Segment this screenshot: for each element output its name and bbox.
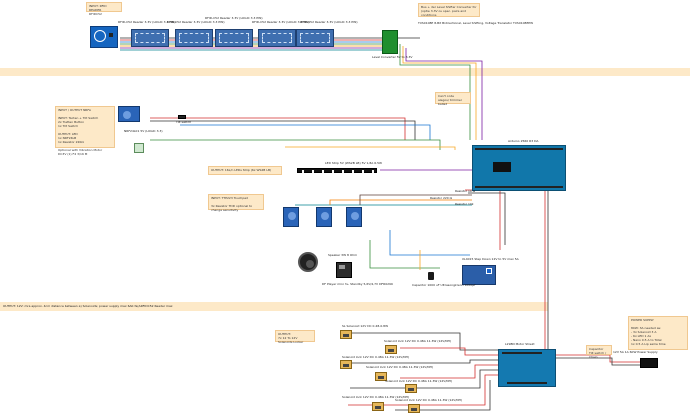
buck-converter [462, 265, 496, 285]
solenoid-4 [375, 372, 387, 381]
solenoid-7 [408, 404, 420, 413]
header-bottom [475, 186, 563, 188]
solenoid-3-label: Solenoid lock 12V DC 0.48A 11.3W (12V/NH… [342, 355, 410, 359]
arduino-mega-label: Arduino 2560 R3 DA [508, 139, 539, 143]
note-input-output-nrfa: INPUT / OUTPUT NRFA INPUT: Tacten + Tilt… [55, 106, 115, 156]
band-top [0, 68, 690, 76]
resistor-1-label: Resistor 10 Ω [455, 189, 476, 193]
note-rfid-input: INPUT: RFID READER RFIDC52 [86, 2, 122, 16]
relay-board-label: L298N Motor Shield [505, 342, 535, 346]
chip-icon [109, 33, 113, 37]
rfid-reader-4-label: RFID-C52 Reader 3.3V (LOGIC 3.3 PIN) [252, 20, 310, 24]
rfid-reader-4 [258, 29, 296, 47]
psu-label: 12V 5A 1A 60W Power Supply [613, 350, 658, 354]
solenoid-5-label: Solenoid lock 12V DC 0.48A 11.3W (12V/NH… [385, 379, 453, 383]
rfid-reader-3 [215, 29, 253, 47]
led-strip [297, 168, 377, 173]
header-top [502, 352, 542, 354]
note-output-wide: OUTPUT: 12V: mra approx. 4cm distance be… [3, 304, 173, 308]
sd-card-icon [339, 265, 345, 269]
rfid-reader-5 [296, 29, 334, 47]
level-converter-label: Level Converter 5V to 3.3V [372, 55, 413, 59]
antenna-coil-icon [94, 30, 106, 42]
buck-label: XL4015 Step Down 12V to 5V max 5A [462, 257, 519, 261]
capacitor [428, 272, 434, 280]
solenoid-6 [372, 402, 384, 411]
rfid-reader-5-label: RFID-C52 Reader 3.3V (LOGIC 3.3 PIN) [300, 20, 358, 24]
dfplayer-label: DF Player mini 3+ Standby 5,6V/4,7V DFR0… [322, 282, 393, 286]
touchpad-2 [316, 207, 332, 227]
rfid-reader-3-label: RFID-C52 Reader 3.3V (LOGIC 3.3 PIN) [205, 16, 263, 20]
touchpad-3 [346, 207, 362, 227]
rfid-bus-wires [120, 37, 483, 140]
tilt-switch-label: Tilt switch [176, 120, 192, 124]
power-jack [640, 358, 658, 368]
note-power-supply: POWER SUPPLY 80W: 3A needed as: - 3x Sol… [628, 316, 688, 350]
potentiometer-icon [486, 268, 492, 274]
rfid-reader-main [90, 26, 118, 48]
band-output [0, 302, 548, 311]
nrf-module [118, 106, 140, 122]
solenoid-2-label: Solenoid lock 12V DC 0.48A 11.3W (12V/NH… [384, 339, 452, 343]
led-strip-label: LED Strip 5V (WS2B LB) 5V 1,8A 6.5W [325, 161, 382, 165]
speaker [298, 252, 318, 272]
resistor-3-label: Resistor 10k [455, 202, 474, 206]
motor-shield [498, 349, 556, 387]
solenoid-7-label: Solenoid lock 12V DC 0.48A 11.3W (12V/NH… [395, 398, 463, 402]
solenoid-5 [405, 384, 417, 393]
note-logic: Can't code alegos/ trimmer ballad [435, 92, 471, 106]
capacitor-label: Capacitor 1000 uF Ultrasongkrenn 1000µF [412, 283, 476, 287]
rfid-reader-2 [175, 29, 213, 47]
nrf-module-label: NRF24L01 5V (LOGIC 3.3) [124, 129, 163, 133]
resistor-2-label: Resistor 220 Ω [430, 196, 452, 200]
dfplayer [336, 262, 352, 278]
speaker-cone-icon [306, 260, 314, 268]
control-wires [150, 117, 549, 352]
note-input-ttp223: INPUT: TTP223 Touchpad 3x Resistor TDD o… [208, 194, 264, 212]
note-output-leds: OUTPUT: 16x/n LEDs Strip (6x WS2B LB) [208, 166, 282, 175]
rfid-reader-2-label: RFID-C52 Reader 3.3V (LOGIC 3.3 PIN) [167, 20, 225, 24]
solenoid-3 [340, 360, 352, 369]
solenoid-1 [340, 330, 352, 339]
solenoid-2 [385, 345, 397, 354]
vibration-motor [134, 143, 144, 153]
rfid-reader-1 [131, 29, 169, 47]
speaker-label: Speaker 3W 8 Ohm [328, 253, 358, 257]
header-top [475, 148, 563, 150]
arduino-mega [472, 145, 566, 191]
note-output-solenoid: OUTPUT: 7x 12 To 12V Solenoids Locker [275, 330, 315, 344]
solenoid-1-label: SL Solenoid 12V DC 0.48-0.8W [342, 324, 389, 328]
note-level-shifter: Bus + der Level Shifter Converter for (o… [418, 3, 480, 17]
txs-note-label: TXS0108E 8-Bit Bidirectional, Level Shif… [418, 21, 534, 25]
touchpad-1 [283, 207, 299, 227]
header-bottom [507, 382, 547, 384]
rfid-reader-1-label: RFID-C52 Reader 3.3V (LOGIC 3.3 PIN) [118, 20, 176, 24]
solenoid-4-label: Solenoid lock 12V DC 0.48A 11.3W (12V/NH… [366, 365, 434, 369]
solenoid-6-label: Solenoid lock 12V DC 0.48A 11.3W (12V/NH… [342, 395, 410, 399]
chip-icon [493, 162, 511, 172]
tilt-switch [178, 115, 186, 119]
note-capacitor: Capacitor Tilt switch / Chain [586, 345, 612, 359]
solenoid-wires [348, 332, 640, 411]
level-converter [382, 30, 398, 54]
